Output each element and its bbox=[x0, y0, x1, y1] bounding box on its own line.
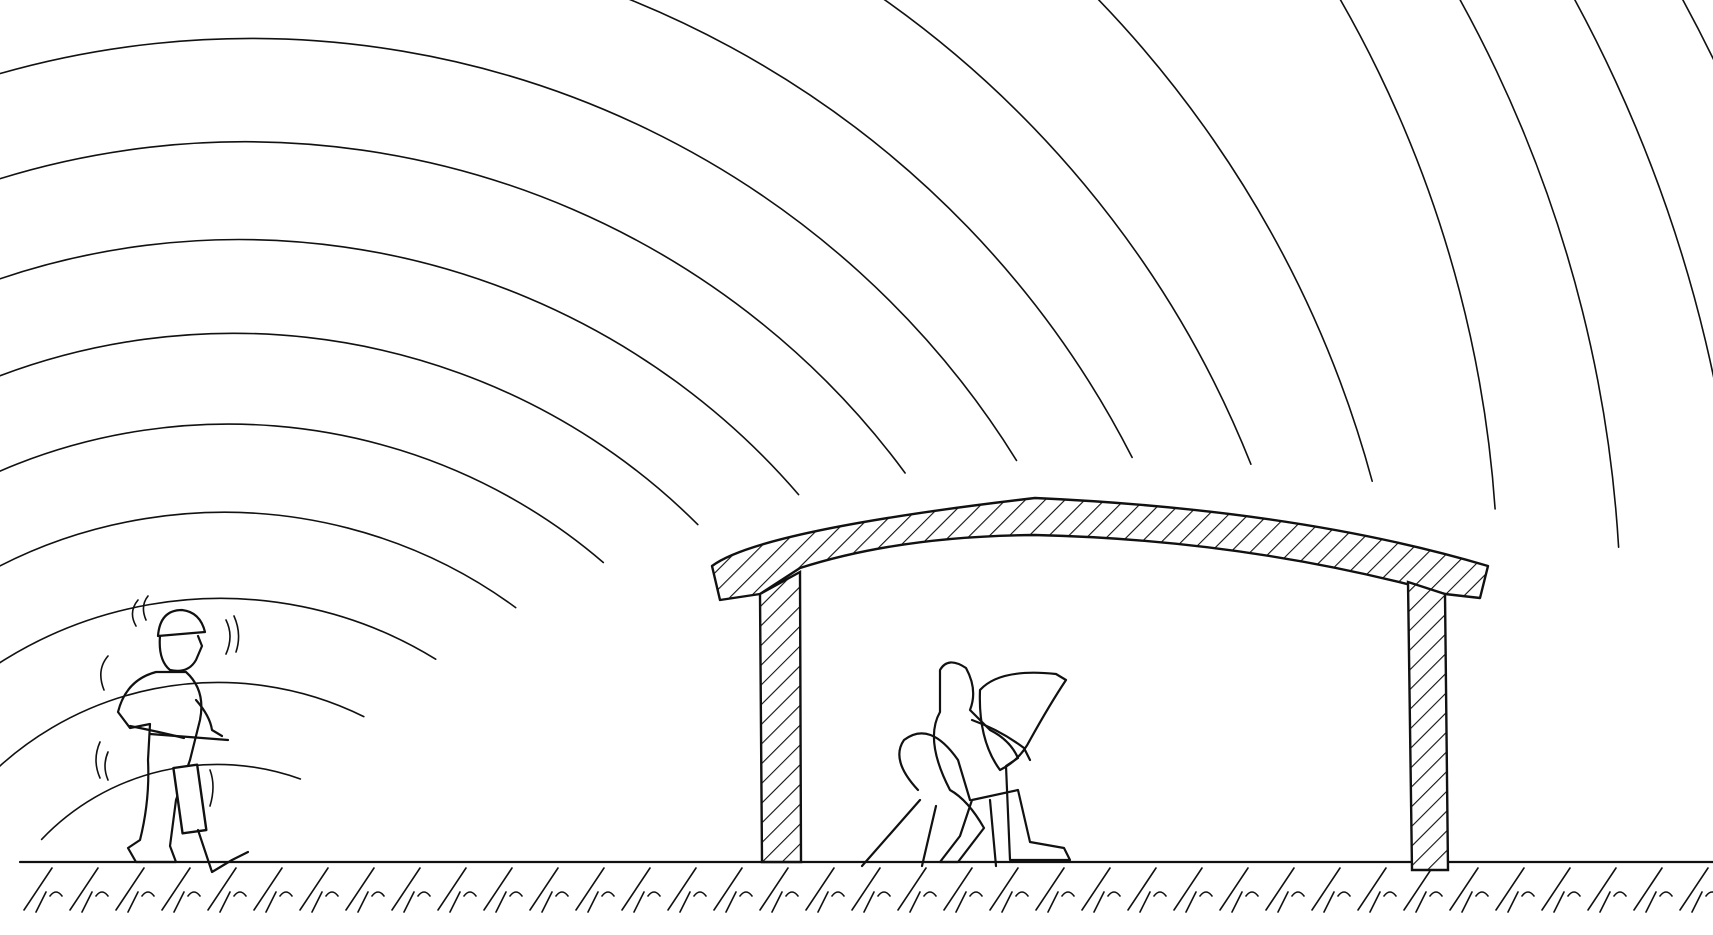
ground-hatch-mark bbox=[898, 868, 936, 912]
worker-with-jackhammer bbox=[96, 596, 248, 872]
sound-wave-arc bbox=[0, 424, 603, 689]
ground-hatch-mark bbox=[70, 868, 108, 912]
ground-hatch-mark bbox=[1036, 868, 1074, 912]
person-body bbox=[934, 662, 1070, 862]
ground-hatch-mark bbox=[24, 868, 62, 912]
ground-hatch-mark bbox=[1634, 868, 1672, 912]
ground-hatch-mark bbox=[1542, 868, 1580, 912]
ground-hatch-mark bbox=[714, 868, 752, 912]
worker-head bbox=[160, 636, 202, 671]
ground-hatch-mark bbox=[300, 868, 338, 912]
building-right-wall bbox=[1408, 582, 1448, 870]
ground-hatch-mark bbox=[990, 868, 1028, 912]
ground-hatching bbox=[24, 868, 1713, 912]
ground-hatch-mark bbox=[1588, 868, 1626, 912]
ear-cover bbox=[980, 673, 1066, 770]
worker-arms bbox=[130, 700, 222, 738]
ground-hatch-mark bbox=[1496, 868, 1534, 912]
ground-hatch-mark bbox=[1312, 868, 1350, 912]
ground-hatch-mark bbox=[484, 868, 522, 912]
ground-hatch-mark bbox=[1220, 868, 1258, 912]
ground-hatch-mark bbox=[1082, 868, 1120, 912]
seated-person bbox=[862, 662, 1070, 866]
ground-hatch-mark bbox=[208, 868, 246, 912]
sound-wave-arc bbox=[0, 0, 1713, 730]
ground bbox=[20, 862, 1713, 912]
vibration-marks bbox=[96, 596, 239, 806]
ground-hatch-mark bbox=[530, 868, 568, 912]
ground-hatch-mark bbox=[1450, 868, 1488, 912]
building-left-wall bbox=[760, 572, 801, 862]
ground-hatch-mark bbox=[346, 868, 384, 912]
sound-wave-arc bbox=[0, 0, 1251, 638]
jackhammer bbox=[173, 765, 206, 834]
ground-hatch-mark bbox=[576, 868, 614, 912]
ground-hatch-mark bbox=[1266, 868, 1304, 912]
ground-hatch-mark bbox=[852, 868, 890, 912]
building bbox=[712, 498, 1488, 870]
ground-hatch-mark bbox=[1404, 868, 1442, 912]
ground-hatch-mark bbox=[760, 868, 798, 912]
sound-wave-arc bbox=[0, 0, 1713, 770]
sound-waves bbox=[0, 0, 1713, 839]
ground-hatch-mark bbox=[668, 868, 706, 912]
ground-hatch-mark bbox=[1128, 868, 1166, 912]
sound-wave-arc bbox=[42, 764, 301, 839]
ground-hatch-mark bbox=[806, 868, 844, 912]
ground-hatch-mark bbox=[1358, 868, 1396, 912]
ground-hatch-mark bbox=[622, 868, 660, 912]
building-roof bbox=[712, 498, 1488, 600]
sound-wave-arc bbox=[0, 0, 1619, 697]
sound-wave-arc bbox=[0, 512, 516, 718]
ground-hatch-mark bbox=[1174, 868, 1212, 912]
jackhammer-bit bbox=[198, 830, 248, 872]
sound-wave-arc bbox=[0, 0, 1372, 651]
ground-hatch-mark bbox=[254, 868, 292, 912]
ground-hatch-mark bbox=[162, 868, 200, 912]
ground-hatch-mark bbox=[944, 868, 982, 912]
ground-hatch-mark bbox=[438, 868, 476, 912]
jackhammer-handle bbox=[150, 734, 228, 740]
sound-wave-arc bbox=[0, 598, 436, 753]
hard-hat-icon bbox=[158, 610, 205, 636]
ground-hatch-mark bbox=[1680, 868, 1713, 912]
sound-wave-arc bbox=[0, 240, 799, 648]
ground-hatch-mark bbox=[116, 868, 154, 912]
ground-hatch-mark bbox=[392, 868, 430, 912]
